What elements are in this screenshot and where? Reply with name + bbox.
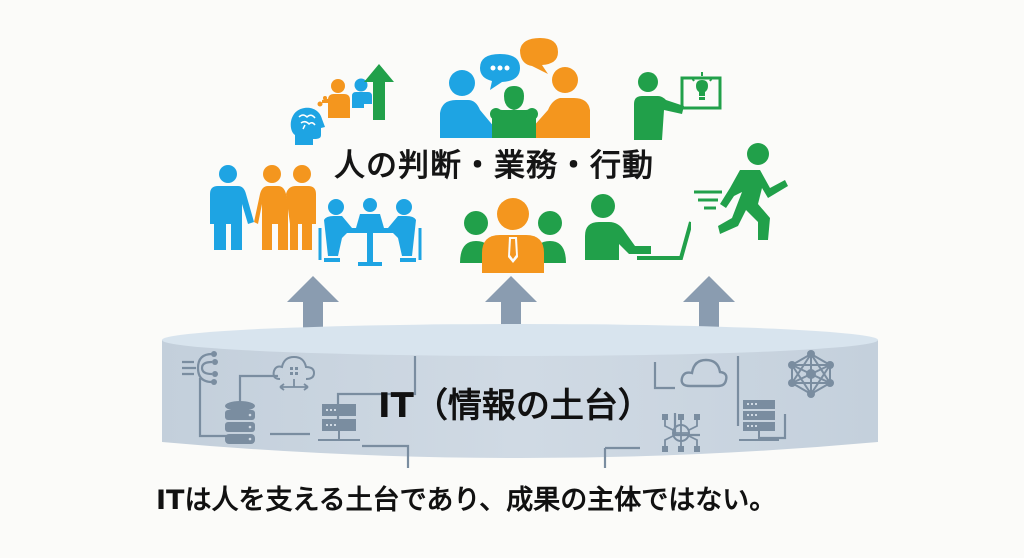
team-leader-icon [460, 197, 566, 273]
running-person-icon [690, 140, 790, 240]
top-label: 人の判断・業務・行動 [334, 148, 654, 184]
server-rack-icon [739, 400, 779, 444]
neural-network-icon [788, 350, 834, 398]
cloud-icon [680, 358, 728, 388]
server-icon [318, 404, 360, 446]
laptop-worker-icon [585, 194, 691, 262]
support-arrow-icon [485, 276, 537, 334]
platform-label: IT（情報の土台） [378, 386, 652, 426]
presenting-person-icon [322, 78, 352, 120]
network-globe-icon [660, 412, 702, 454]
hand-holding-group-icon [206, 164, 316, 250]
presenter-idea-icon [634, 70, 724, 140]
support-arrow-icon [683, 276, 735, 334]
thought-dots-icon [316, 93, 330, 109]
caption: ITは人を支える土台であり、成果の主体ではない。 [156, 485, 777, 516]
data-flow-icon [182, 350, 222, 386]
conversation-group-icon [440, 38, 590, 138]
brain-head-icon [287, 105, 327, 150]
cloud-transfer-icon [272, 353, 316, 391]
growth-arrow-icon [364, 64, 394, 120]
support-arrow-icon [287, 276, 339, 334]
meeting-table-icon [318, 198, 422, 270]
database-icon [224, 400, 256, 446]
